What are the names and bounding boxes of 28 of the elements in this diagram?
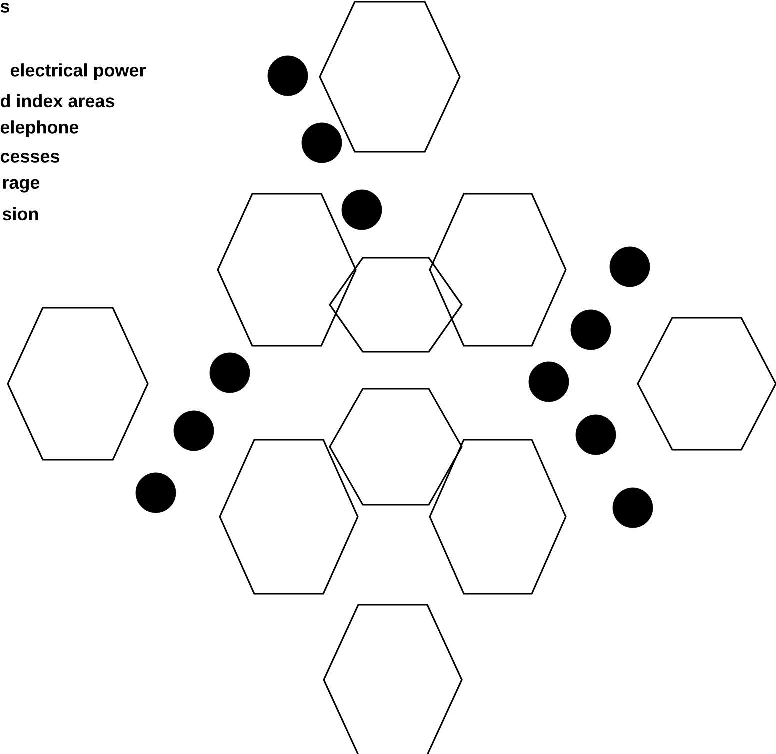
dot (610, 246, 650, 288)
dot (612, 488, 654, 528)
dot (576, 414, 616, 456)
dot (302, 122, 342, 164)
label-text: elephone (0, 120, 79, 138)
hexagon (319, 1, 461, 153)
label-text: d index areas (0, 94, 114, 108)
hexagon (323, 604, 463, 754)
hexagon (429, 439, 567, 595)
hexagon (7, 307, 149, 461)
hexagon (329, 388, 463, 506)
hexagon (637, 317, 776, 451)
hexagon (329, 257, 463, 353)
label-text: electrical power (10, 64, 146, 80)
hexagon (219, 439, 359, 595)
dot (136, 472, 176, 514)
dot (210, 352, 250, 394)
label-text: rage (3, 179, 40, 193)
dot (570, 310, 612, 350)
hexagon (217, 193, 357, 347)
dot (342, 190, 382, 230)
dot (174, 410, 214, 452)
label-text: cesses (0, 153, 60, 163)
label-text: s (0, 3, 10, 13)
dot (268, 56, 308, 96)
dot (528, 362, 570, 402)
label-text: sion (2, 207, 38, 221)
hexagon (429, 193, 567, 347)
